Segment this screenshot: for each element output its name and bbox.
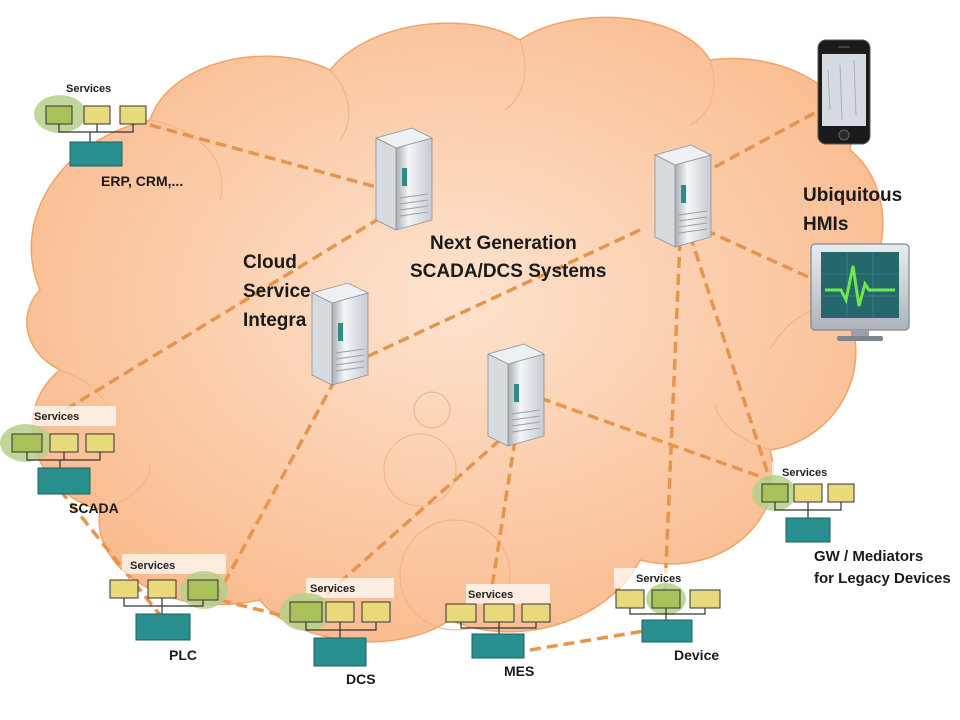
center-label-line1: Next Generation: [430, 233, 577, 254]
service-cluster-device: Services: [614, 568, 721, 643]
cloud-label-line2: Service: [243, 281, 311, 302]
hmi-label-line2: HMIs: [803, 214, 849, 235]
network-links: [58, 108, 821, 652]
cloud-shape: [26, 16, 884, 643]
center-label-line2: SCADA/DCS Systems: [410, 261, 607, 282]
system-label-device: Device: [674, 647, 720, 663]
services-label: Services: [310, 583, 355, 595]
services-label: Services: [66, 83, 111, 95]
services-label: Services: [130, 560, 175, 572]
services-label: Services: [782, 467, 827, 479]
service-cluster-gw: Services: [752, 462, 856, 543]
services-label: Services: [636, 573, 681, 585]
system-label-gw: GW / Mediators for Legacy Devices: [814, 548, 951, 587]
cloud-label-line1: Cloud: [243, 252, 297, 273]
server-icon: [310, 282, 370, 386]
service-cluster-mes: Services: [445, 584, 551, 659]
server-icon: [374, 127, 434, 231]
server-icon: [653, 144, 713, 248]
system-label-plc: PLC: [169, 647, 197, 663]
service-cluster-plc: Services: [109, 554, 228, 641]
system-label-erp: ERP, CRM,...: [101, 173, 184, 189]
services-label: Services: [34, 411, 79, 423]
smartphone-icon: [817, 39, 871, 145]
monitor-icon: [810, 243, 910, 341]
hmi-label-line1: Ubiquitous: [803, 185, 903, 206]
system-label-mes: MES: [504, 663, 535, 679]
service-cluster-dcs: Services: [280, 578, 394, 667]
cloud-label-line3: Integra: [243, 310, 307, 331]
services-label: Services: [468, 589, 513, 601]
system-label-dcs: DCS: [346, 671, 376, 687]
system-label-scada: SCADA: [69, 500, 119, 516]
service-cluster-scada: Services: [0, 406, 116, 495]
server-icon: [486, 343, 546, 447]
service-cluster-erp: Services: [34, 78, 147, 167]
